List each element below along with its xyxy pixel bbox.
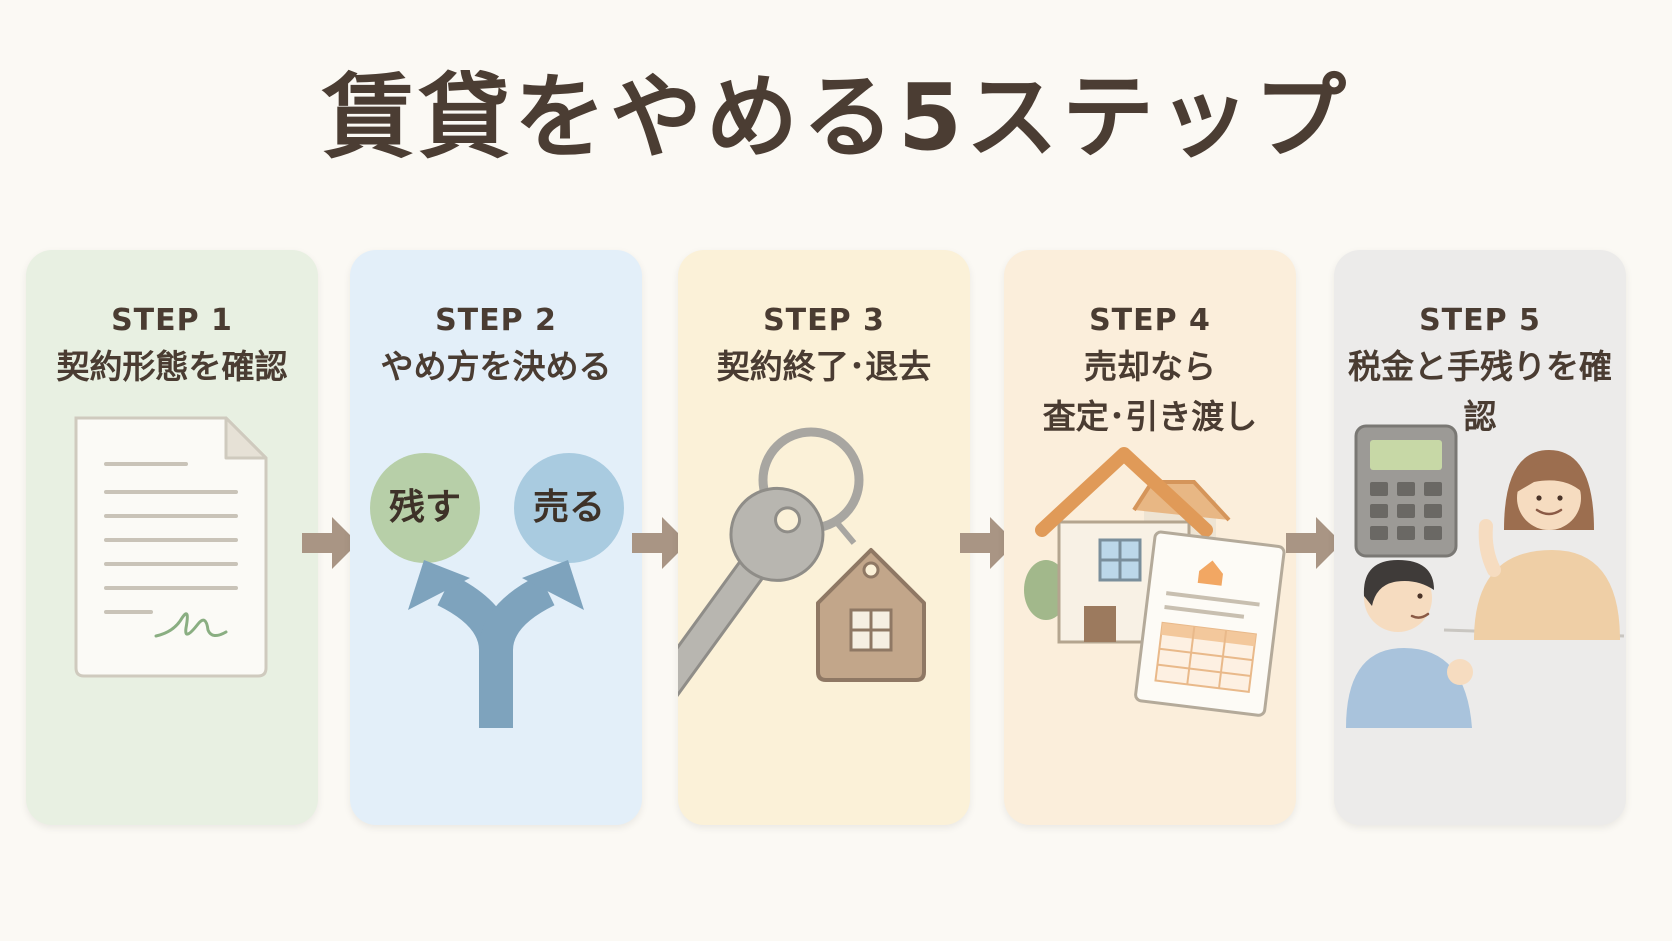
option-keep: 残す (388, 487, 461, 528)
step-2-label: STEP 2 (435, 303, 557, 338)
step-4-label: STEP 4 (1089, 303, 1211, 338)
step-2-card: STEP 2 やめ方を決める 残す 売る (350, 250, 642, 825)
step-4-text: 売却なら 査定･引き渡し (1042, 347, 1258, 436)
page-title: 賃貸をやめる5ステップ (321, 64, 1350, 171)
step-3-text: 契約終了･退去 (716, 347, 932, 386)
fork-arrow-icon (370, 453, 624, 728)
step-1-text: 契約形態を確認 (56, 347, 288, 386)
arrow-right-icon (302, 517, 358, 569)
tax-consultation-icon (1346, 424, 1625, 728)
arrow-right-icon (632, 517, 688, 569)
step-2-text: やめ方を決める (380, 347, 612, 386)
step-5-label: STEP 5 (1419, 303, 1541, 338)
step-1-label: STEP 1 (111, 303, 233, 338)
arrow-right-icon (960, 517, 1016, 569)
arrow-right-icon (1286, 517, 1342, 569)
step-5-card: STEP 5 税金と手残りを確認 (1334, 250, 1626, 825)
step-5-text: 税金と手残りを確認 (1348, 347, 1612, 436)
option-sell: 売る (532, 487, 605, 528)
contract-document-icon (74, 416, 268, 678)
step-1-card: STEP 1 契約形態を確認 (26, 250, 318, 825)
house-and-assessment-doc-icon (1024, 447, 1286, 717)
step-3-label: STEP 3 (763, 303, 885, 338)
step-3-card: STEP 3 契約終了･退去 (678, 250, 970, 825)
step-4-card: STEP 4 売却なら 査定･引き渡し (1004, 250, 1296, 825)
key-with-house-tag-icon (678, 427, 926, 722)
